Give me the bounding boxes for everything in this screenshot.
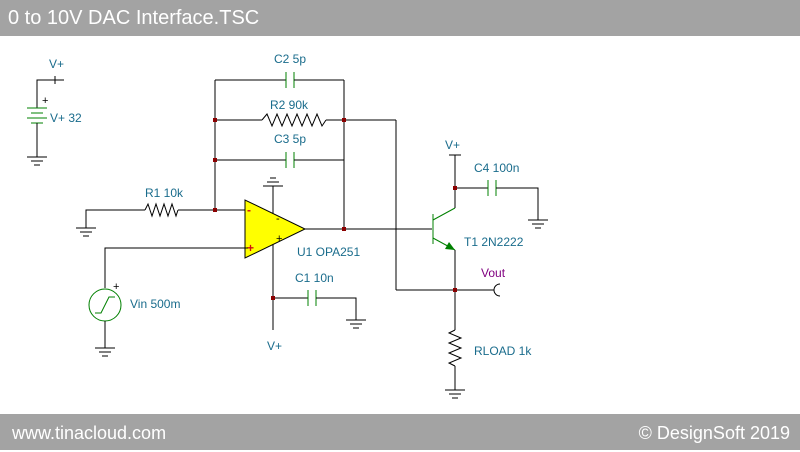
junction-nodes [213,118,457,300]
ground-icon [346,319,366,329]
opamp-minus-input: - [247,203,251,217]
opamp-plus-supply: + [276,233,282,245]
c4-label: C4 100n [474,161,519,175]
c3-label: C3 5p [274,132,306,146]
vin-plus: + [113,281,119,293]
power-source-v-plus[interactable]: + [27,76,64,157]
footer-copyright: © DesignSoft 2019 [638,423,790,443]
ground-icon [445,389,465,399]
rload-label: RLOAD 1k [474,344,532,358]
voltage-source-vin[interactable]: + [88,247,248,348]
footer-bar: www.tinacloud.com © DesignSoft 2019 [0,414,800,450]
ground-icon [528,219,548,229]
ground-icon [263,177,283,187]
vout-label: Vout [481,266,506,280]
opamp-u1[interactable]: - + + - [244,186,400,330]
u1-label: U1 OPA251 [297,245,360,259]
power-source-plus: + [42,95,48,107]
t1-label: T1 2N2222 [464,235,524,249]
opamp-plus-input: + [247,241,254,255]
footer-website[interactable]: www.tinacloud.com [12,423,167,443]
capacitor-c3[interactable] [215,152,344,168]
r2-label: R2 90k [270,98,309,112]
ground-icon [95,347,115,357]
vplus-u1-label: V+ [267,339,282,353]
capacitor-c2[interactable] [215,72,344,88]
power-source-label: V+ 32 [50,111,82,125]
resistor-rload[interactable] [447,329,463,390]
vin-label: Vin 500m [130,297,180,311]
power-source-terminal-label: V+ [49,57,64,71]
ground-icon [27,156,47,166]
r1-label: R1 10k [145,186,184,200]
window-title: 0 to 10V DAC Interface.TSC [0,0,800,36]
resistor-r1[interactable] [85,202,248,228]
c2-label: C2 5p [274,52,306,66]
feedback-wiring [214,80,397,290]
c1-label: C1 10n [295,271,334,285]
resistor-r2[interactable] [261,112,327,128]
vplus-t1-label: V+ [445,138,460,152]
output-wiring [396,283,501,297]
opamp-minus-supply: - [276,213,280,225]
capacitor-c1[interactable] [273,290,357,320]
ground-icon [76,227,96,237]
capacitor-c4[interactable] [455,180,539,220]
transistor-t1[interactable] [400,154,461,330]
circuit-schematic: + V+ V+ 32 C2 5p R2 90k [27,52,548,399]
